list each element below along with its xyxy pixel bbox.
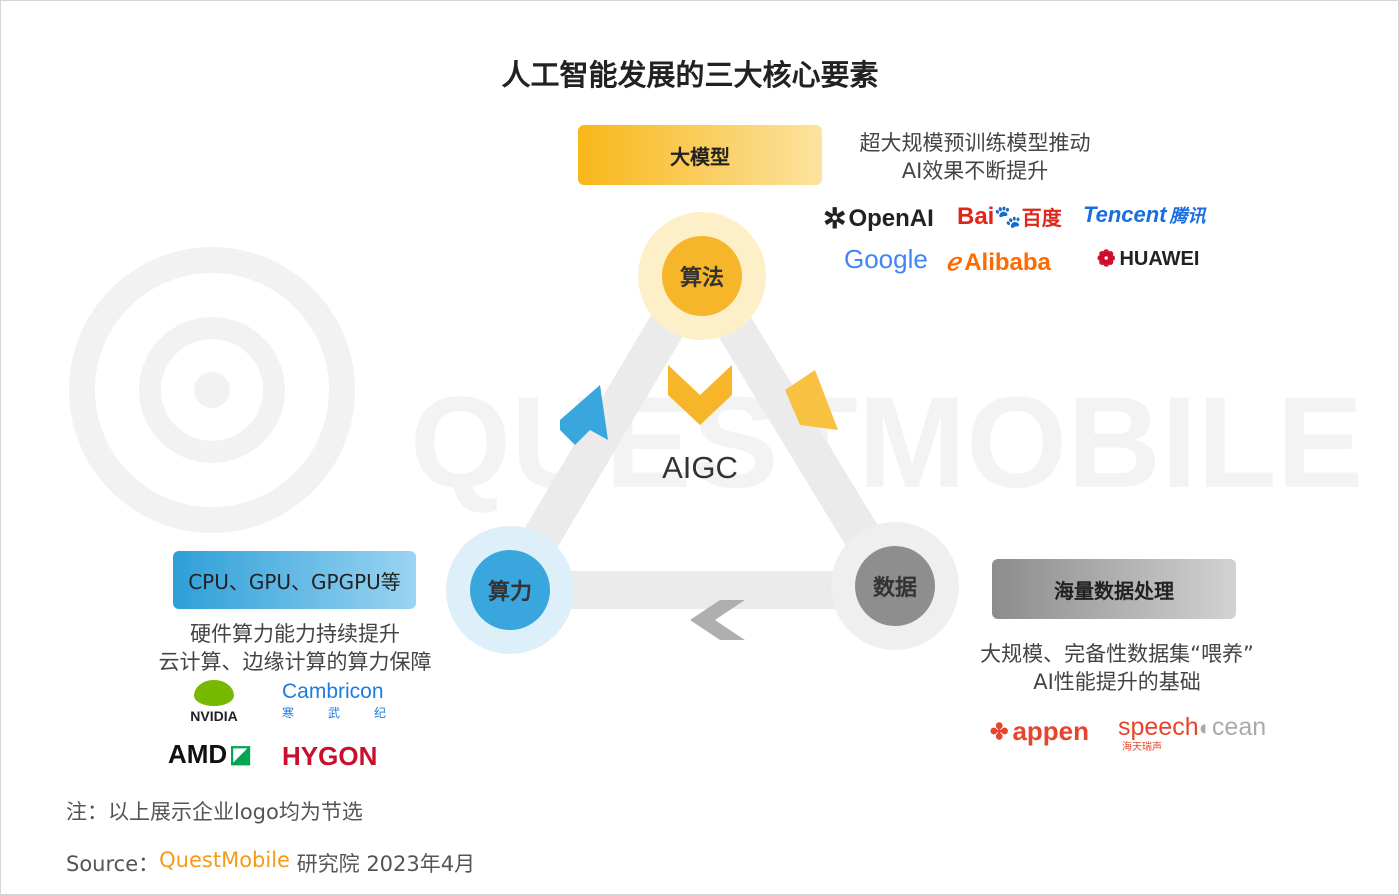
data-node: 数据 [855,546,935,626]
aigc-label: AIGC [662,450,738,485]
data-badge: 海量数据处理 [992,559,1236,619]
cambricon-logo: Cambricon 寒 武 纪 [282,680,386,720]
page-title: 人工智能发展的三大核心要素 [501,58,879,92]
compute-desc-line1: 硬件算力能力持续提升 [190,622,400,646]
cambricon-cn-name: 寒 武 纪 [282,706,386,720]
source-line: Source： QuestMobile 研究院 2023年4月 [66,848,476,876]
hygon-logo: HYGON [282,741,378,771]
gold-down-arrow [785,370,838,430]
google-logo: Google [844,244,928,274]
watermark-dot [194,372,230,408]
algorithm-node: 算法 [662,236,742,316]
logo-note: 注：以上展示企业logo均为节选 [66,800,363,824]
data-desc-line1: 大规模、完备性数据集“喂养” [980,642,1254,666]
compute-description: 硬件算力能力持续提升 云计算、边缘计算的算力保障 [120,620,470,676]
compute-badge: CPU、GPU、GPGPU等 [173,551,416,609]
alibaba-icon: ℯ [946,249,961,276]
big-model-desc-line2: AI效果不断提升 [901,159,1049,183]
data-desc-line2: AI性能提升的基础 [1033,670,1201,694]
speechocean-logo: speech ◐ cean 海天瑞声 [1118,713,1267,753]
big-model-description: 超大规模预训练模型推动 AI效果不断提升 [830,129,1120,185]
appen-logo: ✤appen [990,716,1090,746]
watermark-inner-ring [139,317,285,463]
openai-icon: ✲ [823,203,847,234]
nvidia-eye-icon [194,680,234,706]
data-node-halo: 数据 [831,522,959,650]
huawei-flower-icon: ❁ [1097,246,1116,271]
down-chevron-arrow [668,365,732,425]
speechocean-o-icon: ◐ [1198,714,1212,740]
algorithm-node-halo: 算法 [638,212,766,340]
big-model-badge: 大模型 [578,125,822,185]
baidu-paw-icon: 🐾 [994,203,1022,229]
compute-node-halo: 算力 [446,526,574,654]
tencent-logo: Tencent 腾讯 [1083,202,1206,227]
appen-diamond-icon: ✤ [990,718,1009,744]
compute-node: 算力 [470,550,550,630]
compute-desc-line2: 云计算、边缘计算的算力保障 [158,650,432,674]
data-description: 大规模、完备性数据集“喂养” AI性能提升的基础 [950,640,1284,696]
gray-left-arrow [690,600,745,640]
openai-logo: ✲OpenAI [823,203,934,234]
amd-arrow-icon: ◪ [229,741,252,768]
huawei-logo: ❁HUAWEI [1097,246,1200,271]
watermark-ring [69,247,355,533]
amd-logo: AMD◪ [168,739,252,769]
source-brand: QuestMobile [159,848,290,872]
baidu-logo: Bai 🐾 百度 [957,202,1062,231]
big-model-desc-line1: 超大规模预训练模型推动 [859,131,1091,155]
nvidia-logo: NVIDIA [182,680,246,724]
blue-up-arrow [560,385,608,445]
